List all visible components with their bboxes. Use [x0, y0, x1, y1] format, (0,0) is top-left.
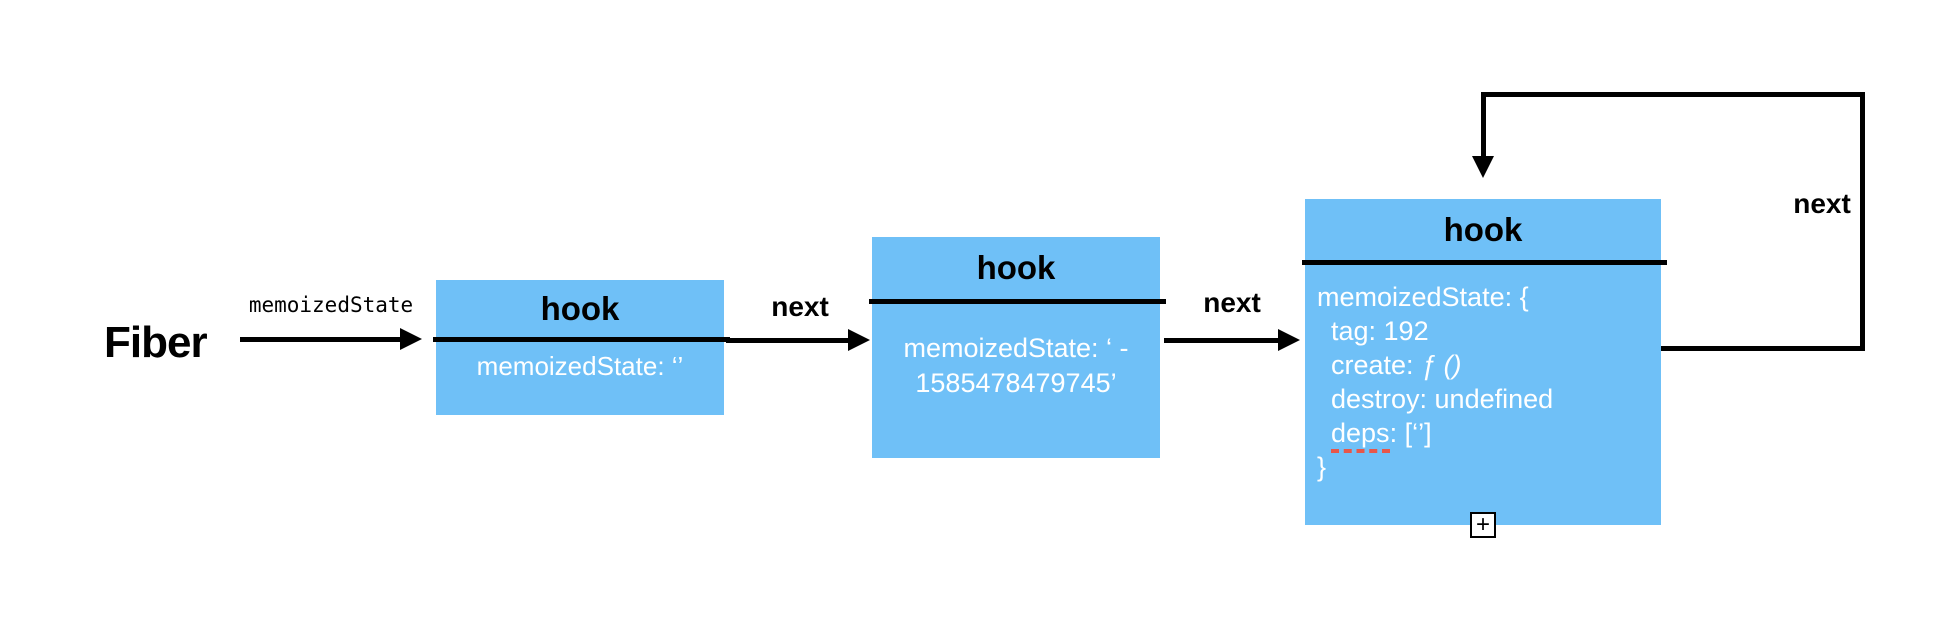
- edge-fiber-arrowhead-icon: [400, 328, 422, 350]
- hook1-box: hook memoizedState: ‘’: [433, 280, 730, 415]
- hook3-line-open: memoizedState: {: [1317, 282, 1529, 312]
- hook2-memoizedstate-value-line2: 1585478479745’: [915, 368, 1117, 398]
- edge-next1-line: [726, 338, 850, 343]
- hook3-divider: [1302, 260, 1667, 265]
- edge-next2-line: [1164, 338, 1280, 343]
- hook3-line-tag: tag: 192: [1331, 316, 1429, 346]
- hook1-memoizedstate-value: memoizedState: ‘’: [476, 351, 684, 381]
- hook3-title: hook: [1443, 211, 1523, 248]
- hook2-memoizedstate-value-line1: memoizedState: ‘ -: [903, 333, 1129, 363]
- hook3-line-deps: deps: [‘’]: [1305, 416, 1661, 453]
- edge-next1-label: next: [771, 291, 829, 322]
- hook1-title: hook: [540, 290, 620, 327]
- edge-fiber-line: [240, 337, 402, 342]
- hook3-create-fn: ƒ (): [1421, 350, 1462, 380]
- hook2-box: hook memoizedState: ‘ - 1585478479745’: [869, 237, 1166, 458]
- hook3-box: hook memoizedState: { tag: 192 create: ƒ…: [1302, 199, 1667, 525]
- edge-loop-arrowhead-icon: [1472, 156, 1494, 178]
- edge-next1-arrowhead-icon: [848, 329, 870, 351]
- edge-loop-left-line: [1481, 92, 1486, 156]
- fiber-label: Fiber: [104, 318, 208, 367]
- hook1-divider: [433, 337, 730, 342]
- edge-next2-label: next: [1203, 287, 1261, 318]
- edge-loop-right-line: [1860, 92, 1865, 351]
- hook3-line-create: create: ƒ (): [1305, 348, 1661, 382]
- hook3-create-prefix: create:: [1331, 350, 1422, 380]
- edge-loop-bottom-line: [1661, 346, 1865, 351]
- hook3-line-close: }: [1317, 452, 1327, 482]
- hook3-deps-rest: : [‘’]: [1389, 418, 1432, 448]
- hook3-line-destroy: destroy: undefined: [1331, 384, 1554, 414]
- edge-loop-next-label: next: [1793, 188, 1851, 219]
- edge-loop-top-line: [1481, 92, 1865, 97]
- expand-plus-icon[interactable]: +: [1470, 512, 1496, 538]
- hook2-divider: [869, 299, 1166, 304]
- edge-memoizedstate-label: memoizedState: [248, 293, 414, 317]
- edge-next2-arrowhead-icon: [1278, 329, 1300, 351]
- hook2-title: hook: [976, 249, 1056, 286]
- hook3-deps-word: deps: [1331, 418, 1390, 453]
